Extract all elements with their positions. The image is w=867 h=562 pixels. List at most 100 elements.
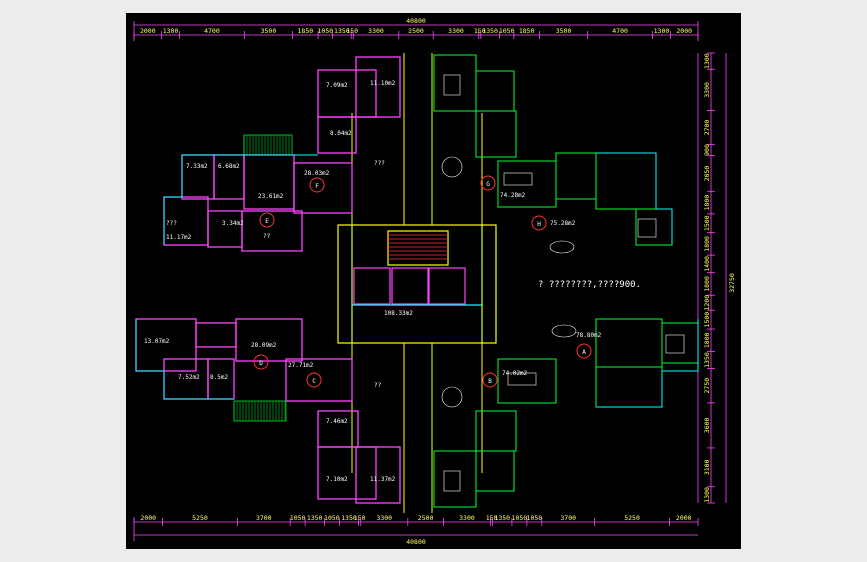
dimension-value: 3500	[556, 27, 572, 35]
dimension-value: 1300	[703, 487, 711, 503]
unit-D-marker[interactable]	[253, 354, 269, 370]
dimension-value: 1350	[703, 352, 711, 368]
left-balconies	[233, 134, 293, 422]
room-label: ???	[374, 160, 385, 167]
unit-G-area: 74.28m2	[500, 192, 526, 199]
dimension-value: 1300	[703, 53, 711, 69]
dimension-value: 900	[703, 144, 711, 156]
dimension-value: 1800	[703, 332, 711, 348]
dimension-value: 4700	[612, 27, 628, 35]
dimension-value: 1050	[318, 27, 334, 35]
dimension-value: 4700	[204, 27, 220, 35]
dimension-value: 3300	[459, 514, 475, 522]
dimension-value: 5250	[192, 514, 208, 522]
dimension-value: 1800	[703, 276, 711, 292]
unit-H-marker[interactable]	[531, 215, 547, 231]
unit-B-label: B	[488, 378, 492, 385]
total-width-top: 40800	[406, 17, 426, 25]
room-label: 8.04m2	[330, 130, 352, 137]
dimension-value: 1350	[307, 514, 323, 522]
dimension-value: 1050	[499, 27, 515, 35]
dimension-value: 2000	[676, 514, 692, 522]
dimension-value: 1050	[290, 514, 306, 522]
dimension-value: 3300	[703, 82, 711, 98]
left-wing-units	[135, 56, 401, 504]
unit-B-marker[interactable]	[482, 372, 498, 388]
dimension-value: 3300	[376, 514, 392, 522]
right-dimension-ticks: 1300 3300 2700 900 2850 1800 1500 1800 1400 1800 1…	[703, 52, 715, 504]
unit-F-marker[interactable]	[309, 177, 325, 193]
dimension-value: 2500	[418, 514, 434, 522]
dimension-value: 2000	[676, 27, 692, 35]
unit-H-area: 75.28m2	[550, 220, 576, 227]
dimension-value: 1350	[482, 27, 498, 35]
unit-E-marker[interactable]	[259, 212, 275, 228]
dimension-value: 3100	[703, 459, 711, 475]
room-label: 11.10m2	[370, 80, 396, 87]
dimension-value: 1500	[703, 312, 711, 328]
dimension-value: 3700	[560, 514, 576, 522]
room-labels: 7.09m2 11.10m2 8.04m2 ??? 7.33m2 6.68m2 …	[144, 80, 413, 483]
unit-F-label: F	[315, 183, 319, 190]
total-width-bottom: 40800	[406, 538, 426, 546]
dimension-value: 1800	[703, 236, 711, 252]
cyan-outer-walls	[135, 152, 699, 408]
dimension-value: 3500	[261, 27, 277, 35]
central-core	[337, 224, 497, 344]
room-label: 23.61m2	[258, 193, 284, 200]
unit-G-marker[interactable]	[480, 175, 496, 191]
dimension-value: 5250	[624, 514, 640, 522]
dimension-value: 3600	[703, 417, 711, 433]
dimension-value: 1300	[654, 27, 670, 35]
dimension-value: 1350	[334, 27, 350, 35]
room-label: 13.07m2	[144, 338, 170, 345]
dimension-value: 3700	[256, 514, 272, 522]
unit-C-label: C	[312, 378, 316, 385]
room-label: 7.33m2	[186, 163, 208, 170]
dimension-value: 2700	[703, 120, 711, 136]
dimension-value: 2850	[703, 166, 711, 182]
room-label: 11.37m2	[370, 476, 396, 483]
room-label: 7.09m2	[326, 82, 348, 89]
room-label: 108.33m2	[384, 310, 413, 317]
dimension-value: 1050	[512, 514, 528, 522]
total-height-right: 32750	[728, 273, 736, 293]
dimension-value: 150	[346, 27, 358, 35]
unit-H-label: H	[537, 221, 541, 228]
dimension-value: 2000	[140, 514, 156, 522]
dimension-value: 1050	[324, 514, 340, 522]
unit-B-area: 74.02m2	[502, 370, 528, 377]
unit-E-label: E	[265, 218, 269, 225]
dimension-value: 3300	[448, 27, 464, 35]
dimension-value: 2500	[408, 27, 424, 35]
dimension-value: 3300	[368, 27, 384, 35]
room-label: 6.68m2	[218, 163, 240, 170]
dimension-value: 1350	[341, 514, 357, 522]
room-label: 7.10m2	[326, 476, 348, 483]
room-label: 11.17m2	[166, 234, 192, 241]
unit-A-area: 78.80m2	[576, 332, 602, 339]
dimension-value: 1850	[519, 27, 535, 35]
dimension-value: 150	[354, 514, 366, 522]
unit-A-marker[interactable]	[576, 343, 592, 359]
unit-A-label: A	[582, 349, 586, 356]
unit-C-marker[interactable]	[306, 372, 322, 388]
dimension-value: 1850	[298, 27, 314, 35]
unit-D-area: 28.09m2	[251, 342, 277, 349]
corridor	[351, 53, 483, 513]
right-furniture	[441, 74, 685, 492]
dimension-value: 1050	[527, 514, 543, 522]
room-label: ??	[374, 382, 382, 389]
dimension-value: 2000	[140, 27, 156, 35]
dimension-value: 2750	[703, 378, 711, 394]
room-label: 8.5m2	[210, 374, 228, 381]
unit-E-area: ??	[263, 233, 271, 240]
top-dimension-chain	[133, 21, 727, 541]
room-label: 7.52m2	[178, 374, 200, 381]
dimension-value: 150	[486, 514, 498, 522]
dimension-value: 1400	[703, 256, 711, 272]
general-note: ? ????????,????900.	[538, 280, 641, 290]
